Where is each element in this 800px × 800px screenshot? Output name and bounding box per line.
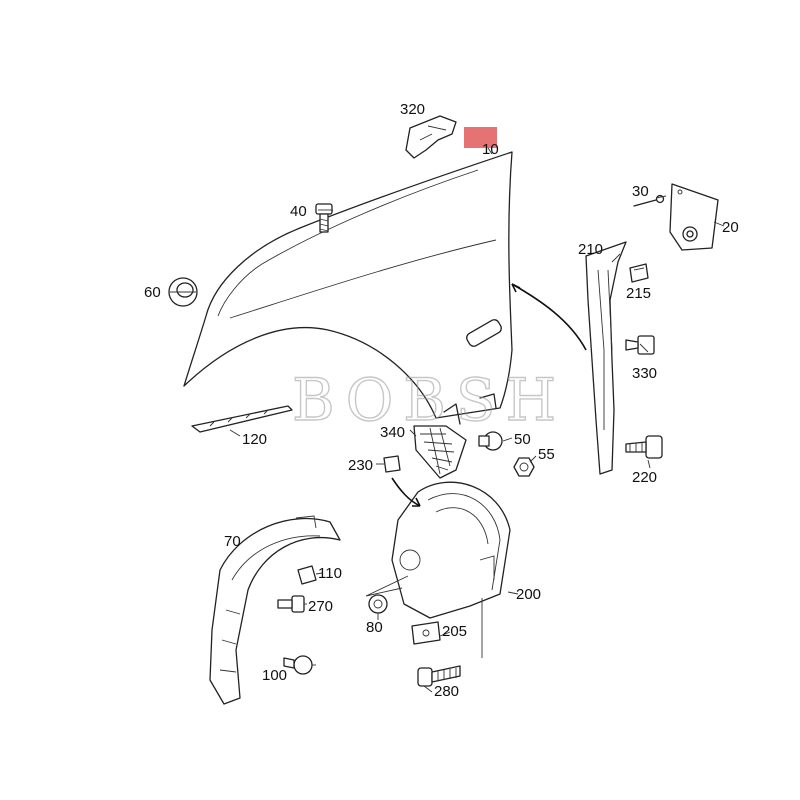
label-210: 210: [578, 241, 603, 258]
label-80: 80: [366, 619, 383, 636]
highlight-marker: [464, 127, 497, 148]
part-labels: 320 10 30 20 40 210 215 60 330 120 340 5…: [144, 101, 739, 700]
part-200-liner: [391, 481, 511, 619]
arrow-to-liner: [391, 477, 421, 507]
part-215-clip: [629, 263, 649, 283]
part-20-plate: [669, 183, 719, 251]
part-220-bolt: [625, 435, 663, 459]
label-55: 55: [538, 446, 555, 463]
leader-lines: [170, 147, 725, 693]
label-330: 330: [632, 365, 657, 382]
label-110: 110: [318, 565, 342, 582]
label-20: 20: [722, 219, 739, 236]
label-30: 30: [632, 183, 649, 200]
part-320-bracket: [405, 115, 457, 159]
assembly-arrows: [391, 283, 587, 507]
part-50-bolt: [478, 431, 503, 451]
part-100-bolt: [283, 655, 313, 675]
label-340: 340: [380, 424, 405, 441]
label-60: 60: [144, 284, 161, 301]
label-270: 270: [308, 598, 333, 615]
part-330-bolt: [625, 335, 655, 355]
label-120: 120: [242, 431, 267, 448]
label-200: 200: [516, 586, 541, 603]
part-270-screw: [277, 595, 305, 613]
label-215: 215: [626, 285, 651, 302]
watermark: BOBSH: [292, 366, 566, 434]
part-280-screw: [417, 665, 461, 687]
label-280: 280: [434, 683, 459, 700]
part-10-fender: [183, 151, 513, 425]
part-340-grille: [413, 425, 467, 479]
part-40-bolt: [315, 203, 333, 233]
part-70-liner: [209, 515, 341, 705]
label-205: 205: [442, 623, 467, 640]
part-120-strip: [191, 405, 293, 433]
label-220: 220: [632, 469, 657, 486]
part-230-clip: [383, 455, 401, 473]
label-320: 320: [400, 101, 425, 118]
part-210-bracket: [585, 241, 627, 475]
label-10: 10: [482, 141, 499, 158]
part-110-clip: [297, 565, 317, 585]
part-80-nut: [368, 594, 388, 614]
label-100: 100: [262, 667, 287, 684]
label-50: 50: [514, 431, 531, 448]
arrow-to-fender: [511, 283, 587, 351]
label-230: 230: [348, 457, 373, 474]
label-40: 40: [290, 203, 307, 220]
part-55-nut: [513, 457, 535, 477]
label-70: 70: [224, 533, 241, 550]
part-205-bracket: [411, 621, 441, 645]
